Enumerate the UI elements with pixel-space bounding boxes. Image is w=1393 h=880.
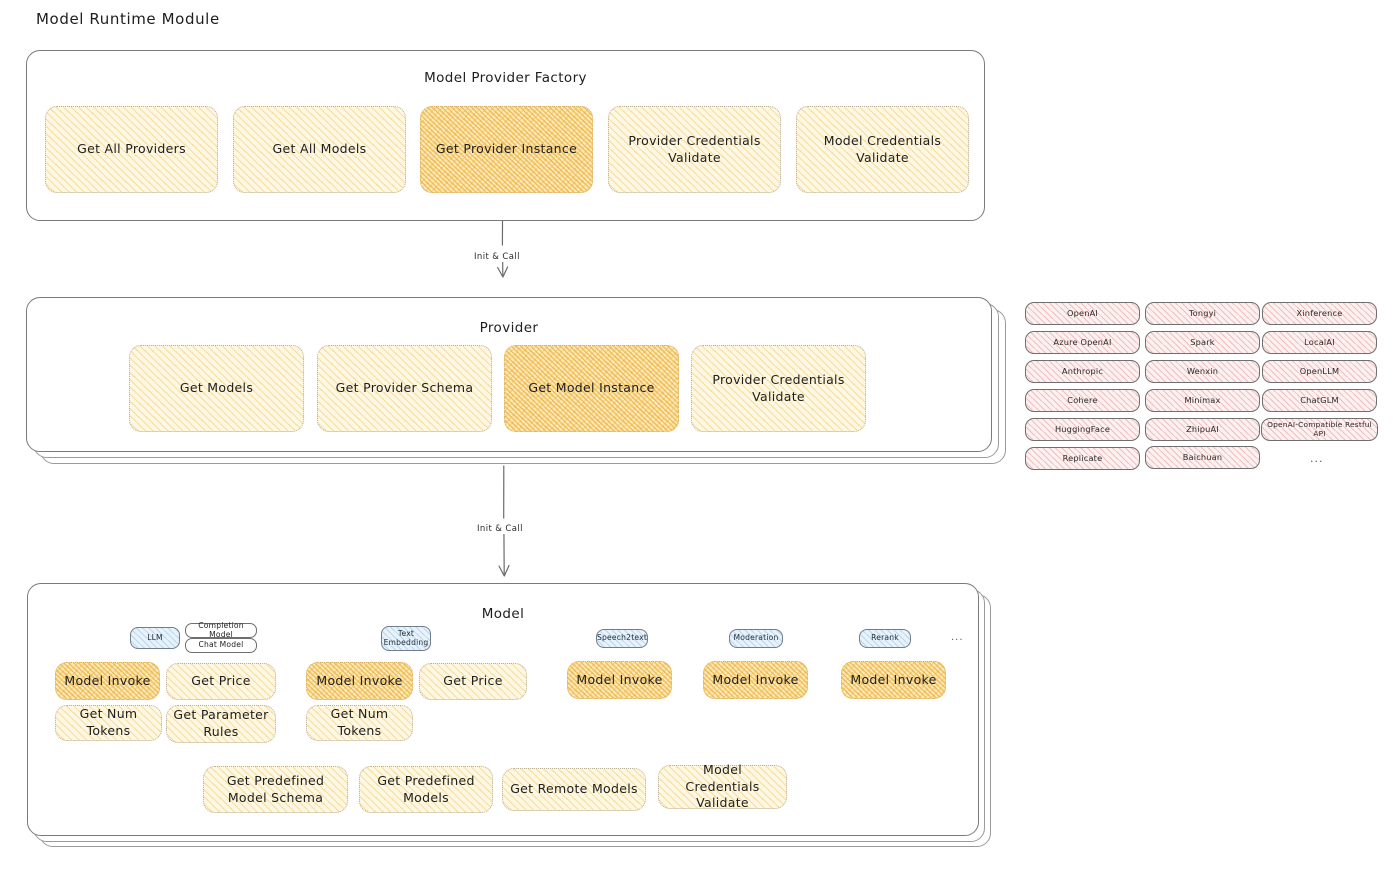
badge-completion-model[interactable]: Completion Model bbox=[185, 621, 257, 638]
provider-pill-openllm[interactable]: OpenLLM bbox=[1262, 360, 1377, 383]
node-get-predefined-models[interactable]: Get Predefined Models bbox=[359, 766, 493, 813]
provider-pill-minimax[interactable]: Minimax bbox=[1145, 389, 1260, 412]
provider-pill-replicate[interactable]: Replicate bbox=[1025, 447, 1140, 470]
provider-pill-spark[interactable]: Spark bbox=[1145, 331, 1260, 354]
badge-speech2text[interactable]: Speech2text bbox=[596, 629, 648, 648]
node-get-provider-instance[interactable]: Get Provider Instance bbox=[420, 106, 593, 193]
provider-pill-localai[interactable]: LocalAI bbox=[1262, 331, 1377, 354]
node-get-provider-schema[interactable]: Get Provider Schema bbox=[317, 345, 492, 432]
arrow-provider-to-model bbox=[498, 465, 510, 577]
arrow-label-init-call-1: Init & Call bbox=[471, 252, 523, 262]
badge-rerank[interactable]: Rerank bbox=[859, 629, 911, 648]
provider-pill-zhipuai[interactable]: ZhipuAI bbox=[1145, 418, 1260, 441]
model-groups-more: ... bbox=[951, 632, 964, 643]
node-moderation-model-invoke[interactable]: Model Invoke bbox=[703, 661, 808, 699]
node-get-models[interactable]: Get Models bbox=[129, 345, 304, 432]
provider-pill-openai[interactable]: OpenAI bbox=[1025, 302, 1140, 325]
node-provider-credentials-validate-2[interactable]: Provider Credentials Validate bbox=[691, 345, 866, 432]
node-text-embedding-get-price[interactable]: Get Price bbox=[419, 663, 527, 700]
node-model-credentials-validate-2[interactable]: Model Credentials Validate bbox=[658, 762, 787, 810]
node-get-remote-models[interactable]: Get Remote Models bbox=[502, 768, 646, 811]
model-provider-factory-title: Model Provider Factory bbox=[424, 70, 587, 86]
badge-text-embedding[interactable]: Text Embedding bbox=[381, 626, 431, 651]
provider-pill-chatglm[interactable]: ChatGLM bbox=[1262, 389, 1377, 412]
provider-pill-xinference[interactable]: Xinference bbox=[1262, 302, 1377, 325]
node-llm-get-price[interactable]: Get Price bbox=[166, 663, 276, 700]
node-rerank-model-invoke[interactable]: Model Invoke bbox=[841, 661, 946, 699]
node-get-model-instance[interactable]: Get Model Instance bbox=[504, 345, 679, 432]
provider-list-more: ... bbox=[1310, 452, 1324, 465]
node-text-embedding-get-num-tokens[interactable]: Get Num Tokens bbox=[306, 705, 413, 741]
node-llm-get-parameter-rules[interactable]: Get Parameter Rules bbox=[166, 705, 276, 743]
provider-pill-azure-openai[interactable]: Azure OpenAI bbox=[1025, 331, 1140, 354]
provider-pill-cohere[interactable]: Cohere bbox=[1025, 389, 1140, 412]
node-get-predefined-model-schema[interactable]: Get Predefined Model Schema bbox=[203, 766, 348, 813]
node-speech2text-model-invoke[interactable]: Model Invoke bbox=[567, 661, 672, 699]
provider-title: Provider bbox=[479, 320, 539, 336]
provider-pill-huggingface[interactable]: HuggingFace bbox=[1025, 418, 1140, 441]
node-provider-credentials-validate[interactable]: Provider Credentials Validate bbox=[608, 106, 781, 193]
model-title: Model bbox=[481, 606, 525, 622]
provider-pill-openai-compatible-restful-api[interactable]: OpenAI-Compatible Restful API bbox=[1261, 418, 1378, 441]
node-get-all-providers[interactable]: Get All Providers bbox=[45, 106, 218, 193]
node-model-credentials-validate[interactable]: Model Credentials Validate bbox=[796, 106, 969, 193]
arrow-label-init-call-2: Init & Call bbox=[474, 524, 526, 534]
badge-moderation[interactable]: Moderation bbox=[729, 629, 783, 648]
badge-llm[interactable]: LLM bbox=[130, 627, 180, 649]
node-llm-get-num-tokens[interactable]: Get Num Tokens bbox=[55, 705, 162, 741]
page-title: Model Runtime Module bbox=[36, 10, 220, 28]
node-llm-model-invoke[interactable]: Model Invoke bbox=[55, 662, 160, 700]
node-get-all-models[interactable]: Get All Models bbox=[233, 106, 406, 193]
provider-pill-baichuan[interactable]: Baichuan bbox=[1145, 446, 1260, 469]
provider-pill-wenxin[interactable]: Wenxin bbox=[1145, 360, 1260, 383]
node-text-embedding-model-invoke[interactable]: Model Invoke bbox=[306, 662, 413, 700]
badge-chat-model[interactable]: Chat Model bbox=[185, 638, 257, 653]
provider-pill-anthropic[interactable]: Anthropic bbox=[1025, 360, 1140, 383]
provider-pill-tongyi[interactable]: Tongyi bbox=[1145, 302, 1260, 325]
